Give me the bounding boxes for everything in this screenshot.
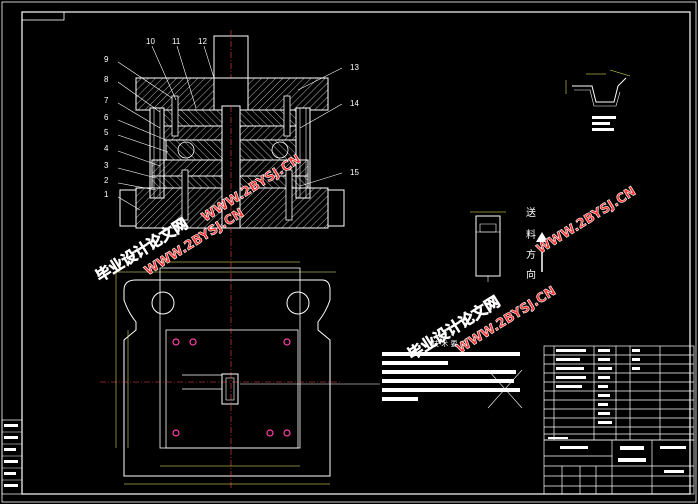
part-number-5: 5 bbox=[104, 128, 109, 137]
technical-requirements: 技 术 要 求 bbox=[382, 339, 523, 409]
revision-block bbox=[1, 419, 23, 495]
part-number-10: 10 bbox=[146, 37, 155, 46]
part-number-2: 2 bbox=[104, 176, 109, 185]
title-block-text bbox=[548, 349, 686, 473]
section-view: 9 8 7 6 5 4 3 2 1 10 11 12 13 14 15 bbox=[104, 30, 359, 240]
svg-text:WWW.2BYSJ.CN: WWW.2BYSJ.CN bbox=[534, 184, 639, 257]
plan-view bbox=[100, 240, 380, 490]
die-plate-plan bbox=[159, 267, 301, 449]
title-block bbox=[543, 345, 695, 495]
part-number-14: 14 bbox=[350, 99, 359, 108]
tech-req-title: 技 术 要 求 bbox=[432, 339, 467, 348]
part-number-15: 15 bbox=[350, 168, 359, 177]
part-number-13: 13 bbox=[350, 63, 359, 72]
watermark-4: WWW.2BYSJ.CN bbox=[534, 184, 639, 258]
corner-tag bbox=[21, 11, 65, 21]
part-number-1: 1 bbox=[104, 190, 109, 199]
part-number-6: 6 bbox=[104, 113, 109, 122]
strip-layout: 送 料 方 向 bbox=[470, 206, 548, 282]
part-number-11: 11 bbox=[172, 37, 181, 46]
feed-char-4: 向 bbox=[526, 268, 536, 281]
part-number-3: 3 bbox=[104, 161, 109, 170]
part-number-4: 4 bbox=[104, 144, 109, 153]
feed-char-2: 料 bbox=[526, 228, 536, 241]
part-number-8: 8 bbox=[104, 75, 109, 84]
inner-border bbox=[21, 11, 691, 495]
feed-char-1: 送 bbox=[526, 206, 536, 219]
part-sketch bbox=[565, 69, 631, 131]
part-number-9: 9 bbox=[104, 55, 109, 64]
part-number-7: 7 bbox=[104, 96, 109, 105]
die-base-outline bbox=[123, 279, 331, 477]
feed-char-3: 方 bbox=[526, 248, 536, 261]
part-number-12: 12 bbox=[198, 37, 207, 46]
